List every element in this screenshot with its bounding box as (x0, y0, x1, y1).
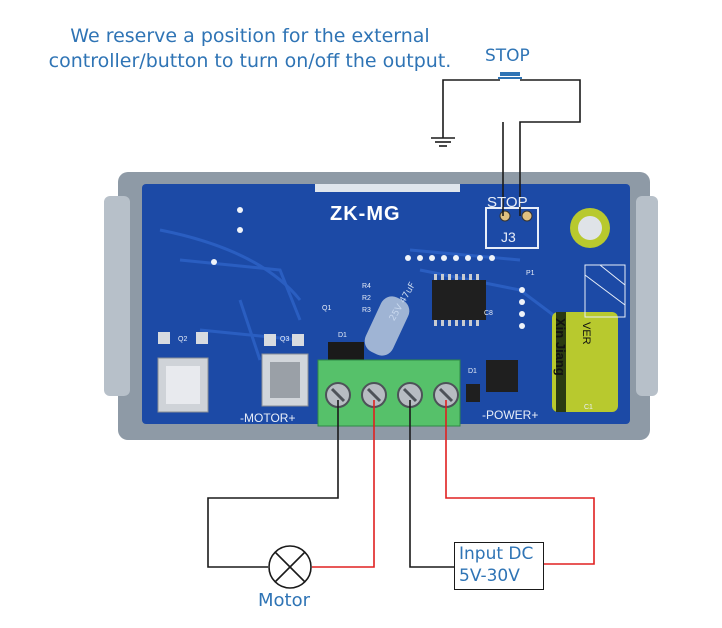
annotation-line-1: We reserve a position for the external (70, 25, 430, 47)
d1-diode (328, 342, 364, 360)
ref-r4: R4 (362, 283, 371, 290)
power-transistor (486, 360, 518, 392)
motor-silk-label: -MOTOR+ (240, 411, 296, 425)
ref-r3: R3 (362, 307, 371, 314)
motor-label: Motor (258, 590, 311, 611)
input-dc-line-1: Input DC (459, 544, 534, 564)
big-capacitor (552, 312, 618, 412)
ref-d1: D1 (338, 332, 347, 339)
ref-c1: C1 (584, 404, 593, 411)
stop-switch-label: STOP (485, 46, 530, 66)
j3-header (485, 207, 539, 249)
board-model: ZK-MG (330, 203, 401, 225)
capacitor-brand: Xin Jiang (553, 318, 568, 376)
power-silk-label: -POWER+ (482, 408, 539, 422)
ref-q3: Q3 (280, 336, 290, 343)
capacitor-rating: VER (580, 322, 592, 345)
j3-stop-label: STOP (487, 194, 528, 211)
annotation-text: We reserve a position for the external c… (40, 24, 460, 74)
ic-chip (432, 280, 486, 320)
ref-q2: Q2 (178, 336, 188, 343)
ref-p1: P1 (526, 270, 535, 277)
annotation-line-2: controller/button to turn on/off the out… (48, 50, 452, 72)
ref-q1: Q1 (322, 305, 332, 312)
small-capacitor (364, 296, 410, 356)
input-dc-line-2: 5V-30V (459, 566, 520, 586)
ref-c8: C8 (484, 310, 493, 317)
ref-d1b: D1 (468, 368, 477, 375)
input-dc-box: Input DC 5V-30V (454, 542, 544, 590)
ref-r2: R2 (362, 295, 371, 302)
j3-label: J3 (501, 229, 516, 245)
